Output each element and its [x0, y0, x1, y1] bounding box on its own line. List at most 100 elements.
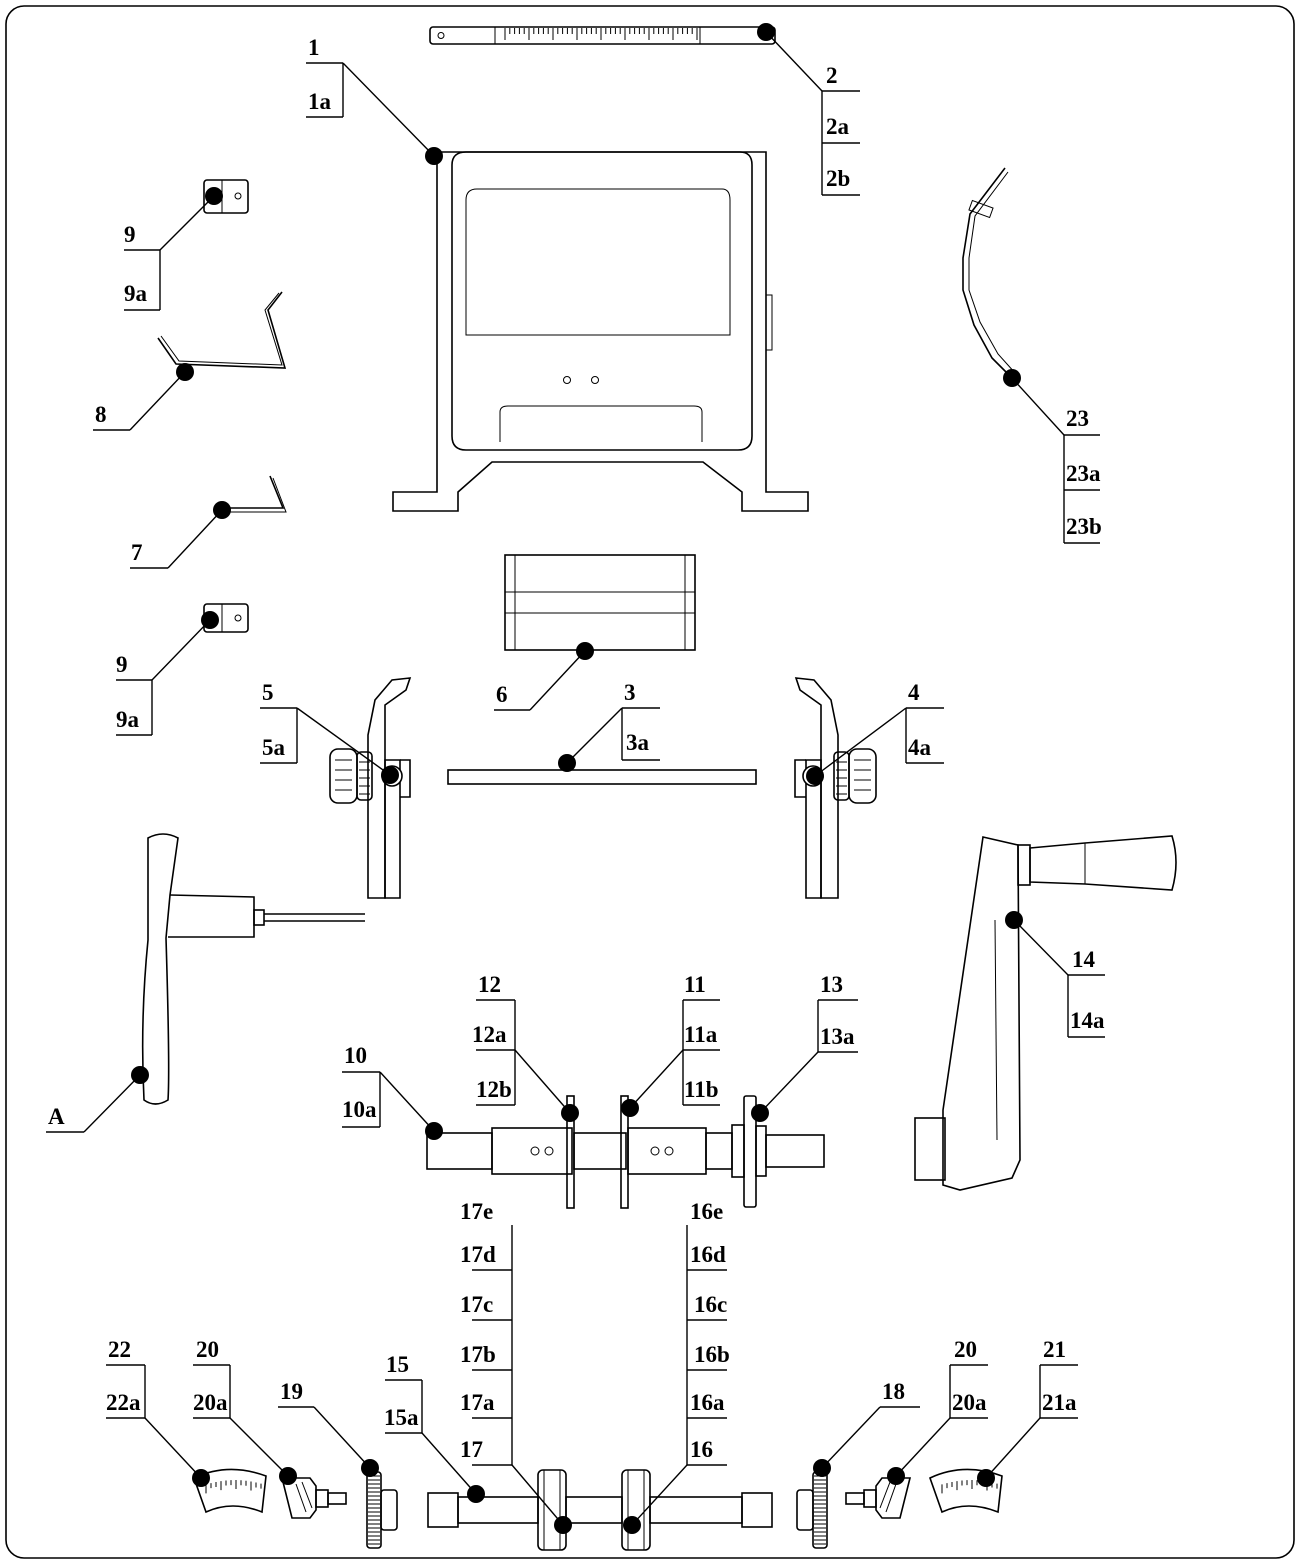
label-4: 4: [908, 680, 920, 705]
part-20-screw-right: [845, 1477, 912, 1519]
dot-12: [561, 1104, 579, 1122]
leader-lines: [46, 31, 1105, 1526]
label-12a: 12a: [472, 1022, 507, 1047]
dot-4: [806, 767, 824, 785]
label-11b: 11b: [684, 1077, 719, 1102]
label-3a: 3a: [626, 730, 650, 755]
label-11a: 11a: [684, 1022, 718, 1047]
label-18: 18: [882, 1379, 905, 1404]
label-23: 23: [1066, 406, 1089, 431]
label-19: 19: [280, 1379, 303, 1404]
label-9a: 9a: [124, 281, 148, 306]
label-2: 2: [826, 63, 838, 88]
label-15: 15: [386, 1352, 409, 1377]
label-22: 22: [108, 1337, 131, 1362]
part-22-scale: [193, 1468, 267, 1514]
dot-a: [131, 1066, 149, 1084]
part-5-plate: [329, 677, 412, 899]
part-21-scale: [929, 1468, 1003, 1514]
dot-7: [213, 501, 231, 519]
part-8-wire: [157, 291, 287, 369]
dot-14: [1005, 911, 1023, 929]
dot-5: [381, 766, 399, 784]
dot-20-right: [887, 1467, 905, 1485]
label-9a: 9a: [116, 707, 140, 732]
label-10a: 10a: [342, 1097, 377, 1122]
label-22a: 22a: [106, 1390, 141, 1415]
label-16: 16: [690, 1437, 713, 1462]
label-20: 20: [954, 1337, 977, 1362]
dot-16: [623, 1516, 641, 1534]
dot-6: [576, 642, 594, 660]
label-17a: 17a: [460, 1390, 495, 1415]
part-a-hex-key: [141, 833, 365, 1105]
label-23b: 23b: [1066, 514, 1102, 539]
label-20a: 20a: [193, 1390, 228, 1415]
label-14: 14: [1072, 947, 1096, 972]
dot-13: [751, 1104, 769, 1122]
part-15-bottom-shaft: [427, 1469, 773, 1551]
label-5a: 5a: [262, 735, 286, 760]
label-16e: 16e: [690, 1199, 723, 1224]
label-16c: 16c: [694, 1292, 727, 1317]
label-a: A: [48, 1104, 65, 1129]
label-1: 1: [308, 35, 320, 60]
callout-dots: [131, 23, 1023, 1534]
label-15a: 15a: [384, 1405, 419, 1430]
dot-19: [361, 1459, 379, 1477]
dot-9-bottom: [201, 611, 219, 629]
part-1-frame: [392, 151, 809, 512]
part-10-shaft-assembly: [426, 1095, 825, 1209]
label-16d: 16d: [690, 1242, 726, 1267]
label-12b: 12b: [476, 1077, 512, 1102]
dot-15: [467, 1485, 485, 1503]
part-14-crank: [914, 835, 1177, 1191]
part-20-screw-left: [280, 1477, 347, 1519]
dot-17: [554, 1516, 572, 1534]
dot-1: [425, 147, 443, 165]
label-16a: 16a: [690, 1390, 725, 1415]
label-21a: 21a: [1042, 1390, 1077, 1415]
dot-20-left: [279, 1467, 297, 1485]
label-17c: 17c: [460, 1292, 493, 1317]
dot-9-top: [205, 187, 223, 205]
part-19-knob: [366, 1471, 398, 1549]
label-1a: 1a: [308, 89, 332, 114]
label-14a: 14a: [1070, 1008, 1105, 1033]
label-17: 17: [460, 1437, 483, 1462]
label-10: 10: [344, 1043, 367, 1068]
label-2a: 2a: [826, 114, 850, 139]
part-2-ruler: [429, 26, 776, 45]
part-23-rod: [962, 167, 1017, 379]
label-9: 9: [124, 222, 136, 247]
dot-10: [425, 1122, 443, 1140]
part-7-pin: [223, 475, 287, 513]
dot-11: [621, 1099, 639, 1117]
label-17e: 17e: [460, 1199, 493, 1224]
dot-2: [757, 23, 775, 41]
part-3-bar: [447, 769, 757, 785]
label-13: 13: [820, 972, 843, 997]
label-12: 12: [478, 972, 501, 997]
outer-frame: [5, 5, 1295, 1559]
dot-8: [176, 363, 194, 381]
dot-21: [977, 1469, 995, 1487]
dot-3: [558, 754, 576, 772]
dot-22: [192, 1469, 210, 1487]
label-20a: 20a: [952, 1390, 987, 1415]
label-11: 11: [684, 972, 706, 997]
label-17d: 17d: [460, 1242, 496, 1267]
label-20: 20: [196, 1337, 219, 1362]
label-9: 9: [116, 652, 128, 677]
label-13a: 13a: [820, 1024, 855, 1049]
label-4a: 4a: [908, 735, 932, 760]
part-6-tray: [504, 554, 696, 651]
label-5: 5: [262, 680, 274, 705]
callout-labels: 1 1a 2 2a 2b 3 3a 4 4a 5 5a 6 7 8 9 9a 9…: [48, 35, 1105, 1462]
label-3: 3: [624, 680, 636, 705]
part-18-knob: [796, 1471, 828, 1549]
label-7: 7: [131, 540, 143, 565]
label-21: 21: [1043, 1337, 1066, 1362]
